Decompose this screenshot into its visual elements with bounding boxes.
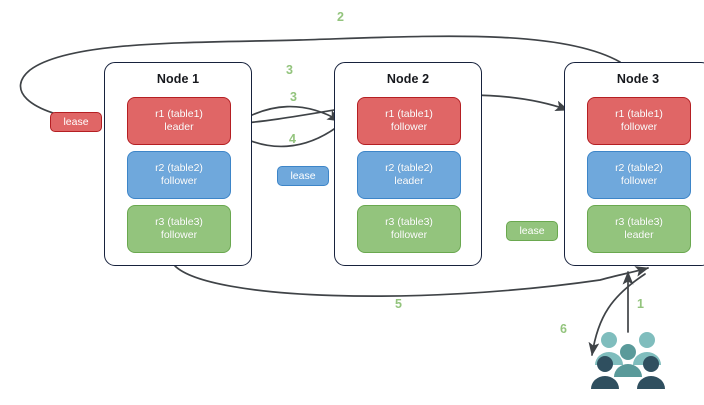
replica-node1-r1[interactable]: r1 (table1)leader xyxy=(127,97,231,145)
users-front-row xyxy=(591,356,665,389)
lease-table3[interactable]: lease xyxy=(506,221,558,241)
replica-name: r3 (table3) xyxy=(615,215,663,228)
replica-role: leader xyxy=(624,229,654,241)
step-label-step-5: 5 xyxy=(395,297,402,311)
node-title-node2: Node 2 xyxy=(386,72,430,86)
replica-role: follower xyxy=(390,121,428,133)
lease-table2[interactable]: lease xyxy=(277,166,329,186)
replica-name: r3 (table3) xyxy=(155,215,203,228)
replica-node2-r3[interactable]: r3 (table3)follower xyxy=(357,205,461,253)
replica-role: leader xyxy=(164,121,194,133)
step-label-step-1: 1 xyxy=(637,297,644,311)
replica-name: r1 (table1) xyxy=(155,107,203,120)
step-label-step-2: 2 xyxy=(337,10,344,24)
replica-node2-r2[interactable]: r2 (table2)leader xyxy=(357,151,461,199)
replica-node2-r1[interactable]: r1 (table1)follower xyxy=(357,97,461,145)
replica-node1-r3[interactable]: r3 (table3)follower xyxy=(127,205,231,253)
users-group-icon xyxy=(591,331,669,398)
replica-role: leader xyxy=(394,175,424,187)
node-title-node3: Node 3 xyxy=(616,72,660,86)
replica-name: r2 (table2) xyxy=(155,161,203,174)
replica-role: follower xyxy=(160,229,198,241)
replica-node3-r3[interactable]: r3 (table3)leader xyxy=(587,205,691,253)
replica-role: follower xyxy=(620,121,658,133)
replica-name: r2 (table2) xyxy=(615,161,663,174)
replica-name: r1 (table1) xyxy=(385,107,433,120)
step-label-step-3b: 3 xyxy=(290,90,297,104)
replica-role: follower xyxy=(620,175,658,187)
replica-name: r2 (table2) xyxy=(385,161,433,174)
replica-node3-r1[interactable]: r1 (table1)follower xyxy=(587,97,691,145)
users-svg xyxy=(591,332,665,389)
step-label-step-6: 6 xyxy=(560,322,567,336)
replica-node3-r2[interactable]: r2 (table2)follower xyxy=(587,151,691,199)
lease-table1[interactable]: lease xyxy=(50,112,102,132)
step-label-step-4: 4 xyxy=(289,132,296,146)
arrow-step-5 xyxy=(174,265,649,297)
node-title-node1: Node 1 xyxy=(156,72,200,86)
replica-role: follower xyxy=(390,229,428,241)
replica-role: follower xyxy=(160,175,198,187)
replica-name: r1 (table1) xyxy=(615,107,663,120)
replica-node1-r2[interactable]: r2 (table2)follower xyxy=(127,151,231,199)
step-label-step-3a: 3 xyxy=(286,63,293,77)
replica-name: r3 (table3) xyxy=(385,215,433,228)
